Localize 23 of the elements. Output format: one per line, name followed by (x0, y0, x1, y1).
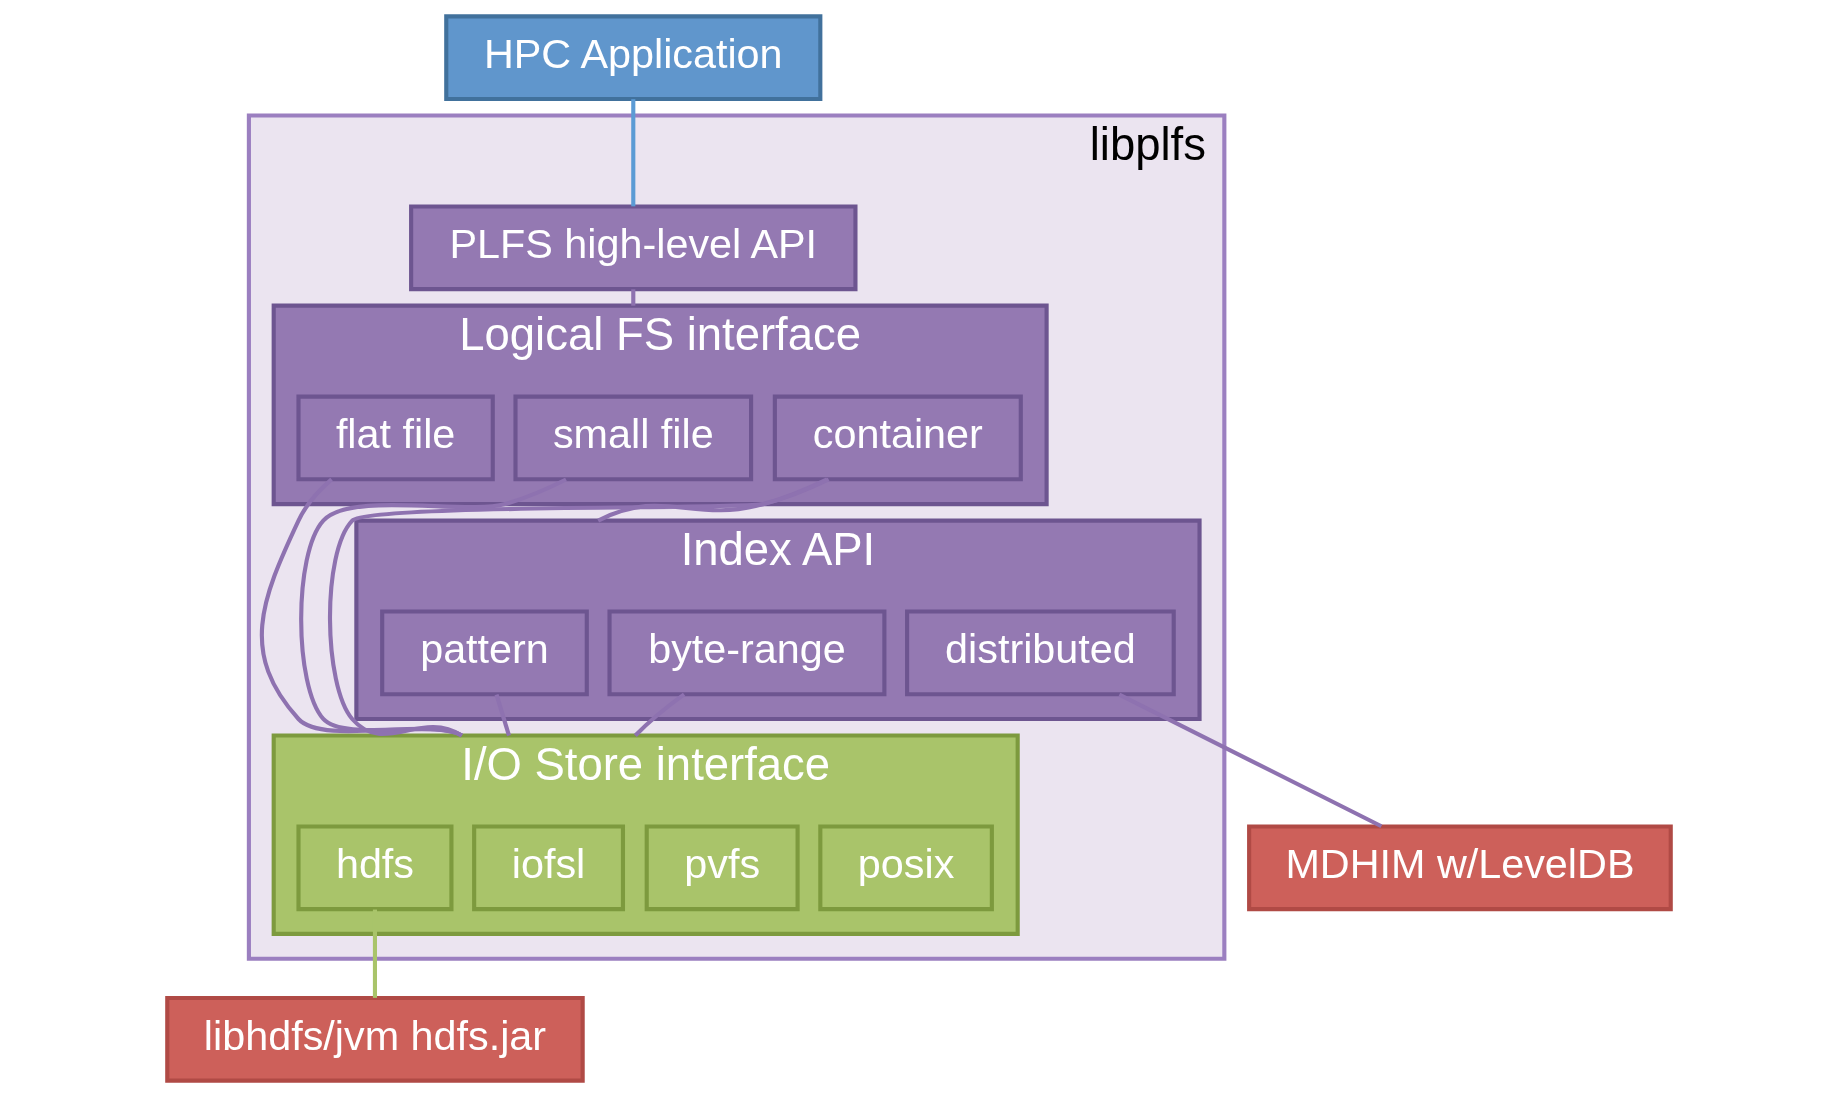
node-box: distributed (904, 609, 1176, 697)
node-box: hdfs (295, 824, 453, 912)
connector (633, 692, 685, 737)
node-box: libhdfs/jvm hdfs.jar (164, 995, 585, 1083)
node-box: posix (817, 824, 994, 912)
connector (630, 289, 635, 306)
node-box: byte-range (606, 609, 886, 697)
connector (494, 694, 511, 737)
node-box: pattern (379, 609, 589, 697)
node-box: iofsl (471, 824, 625, 912)
connector (327, 477, 830, 738)
node-box: HPC Application (443, 14, 822, 102)
connector (596, 477, 828, 523)
node-box: PLFS high-level API (408, 204, 857, 292)
connector (630, 99, 635, 207)
connector (298, 477, 567, 738)
connector (372, 909, 377, 998)
node-box: flat file (295, 394, 495, 482)
node-box: small file (512, 394, 753, 482)
node-box: pvfs (644, 824, 800, 912)
node-box: MDHIM w/LevelDB (1246, 824, 1673, 912)
connector (1117, 692, 1382, 829)
node-box: container (772, 394, 1023, 482)
